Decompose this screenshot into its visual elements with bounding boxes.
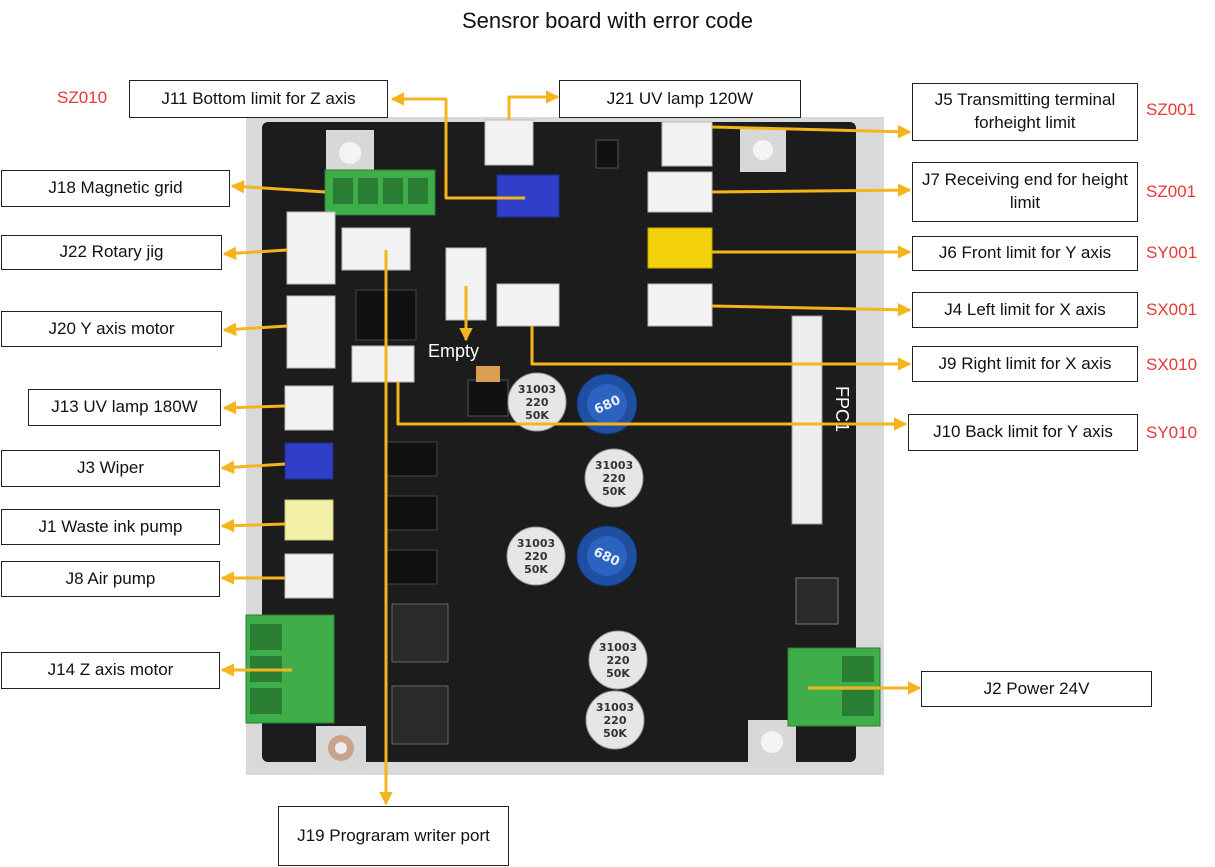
- components: [355, 139, 839, 745]
- label-j8: J8 Air pump: [1, 561, 220, 597]
- arrow-j5: [711, 124, 912, 139]
- cap-text: 50K: [602, 485, 626, 498]
- cap-text: 220: [526, 396, 549, 409]
- label-j14: J14 Z axis motor: [1, 652, 220, 689]
- label-j21: J21 UV lamp 120W: [559, 80, 801, 118]
- label-j10: J10 Back limit for Y axis: [908, 414, 1138, 451]
- mounting-holes: [316, 128, 796, 770]
- label-j7: J7 Receiving end for height limit: [912, 162, 1138, 222]
- cap-text: 220: [603, 472, 626, 485]
- label-j3: J3 Wiper: [1, 450, 220, 487]
- label-j5: J5 Transmitting terminal forheight limit: [912, 83, 1138, 141]
- arrow-j18: [230, 180, 326, 194]
- cap-text: 220: [607, 654, 630, 667]
- cap-text: 31003: [599, 641, 637, 654]
- arrow-j22: [222, 246, 288, 260]
- label-j18: J18 Magnetic grid: [1, 170, 230, 207]
- arrow-j10: [396, 382, 908, 431]
- arrow-j1: [220, 518, 286, 533]
- label-j6: J6 Front limit for Y axis: [912, 236, 1138, 271]
- fpc-label: FPC1: [832, 386, 852, 432]
- error-code-j11: SZ010: [57, 88, 108, 107]
- label-j13: J13 UV lamp 180W: [28, 389, 221, 426]
- arrow-j3: [220, 460, 286, 474]
- empty-label: Empty: [428, 341, 479, 361]
- cap-text: 50K: [603, 727, 627, 740]
- arrow-j13: [222, 400, 286, 415]
- cap-text: 31003: [517, 537, 555, 550]
- cap-text: 31003: [595, 459, 633, 472]
- label-j2: J2 Power 24V: [921, 671, 1152, 707]
- cap-text: 50K: [606, 667, 630, 680]
- arrow-j21: [507, 90, 560, 120]
- diagram-title: Sensror board with error code: [461, 8, 754, 33]
- arrow-j11: [390, 92, 525, 200]
- connectors: [245, 119, 881, 727]
- error-code-j4: SX001: [1146, 300, 1198, 319]
- circuit-board: [262, 122, 856, 762]
- error-code-j7: SZ001: [1146, 182, 1197, 201]
- label-j9: J9 Right limit for X axis: [912, 346, 1138, 382]
- label-j19: J19 Prograram writer port: [278, 806, 509, 866]
- arrow-j7: [711, 183, 912, 197]
- label-j22: J22 Rotary jig: [1, 235, 222, 270]
- arrow-j9: [530, 326, 912, 371]
- label-j4: J4 Left limit for X axis: [912, 292, 1138, 328]
- arrows: [220, 90, 922, 806]
- cap-text: 31003: [596, 701, 634, 714]
- error-code-j5: SZ001: [1146, 100, 1197, 119]
- error-code-j9: SX010: [1146, 355, 1198, 374]
- cap-text: 220: [604, 714, 627, 727]
- arrow-j20: [222, 322, 288, 336]
- label-j11: J11 Bottom limit for Z axis: [129, 80, 388, 118]
- cap-text: 220: [525, 550, 548, 563]
- cap-text: 50K: [524, 563, 548, 576]
- capacitors: [506, 372, 648, 750]
- error-code-j10: SY010: [1146, 423, 1198, 442]
- error-code-j6: SY001: [1146, 243, 1198, 262]
- cap-text: 31003: [518, 383, 556, 396]
- label-j1: J1 Waste ink pump: [1, 509, 220, 545]
- label-j20: J20 Y axis motor: [1, 311, 222, 347]
- arrow-j4: [711, 303, 912, 317]
- cap-text: 50K: [525, 409, 549, 422]
